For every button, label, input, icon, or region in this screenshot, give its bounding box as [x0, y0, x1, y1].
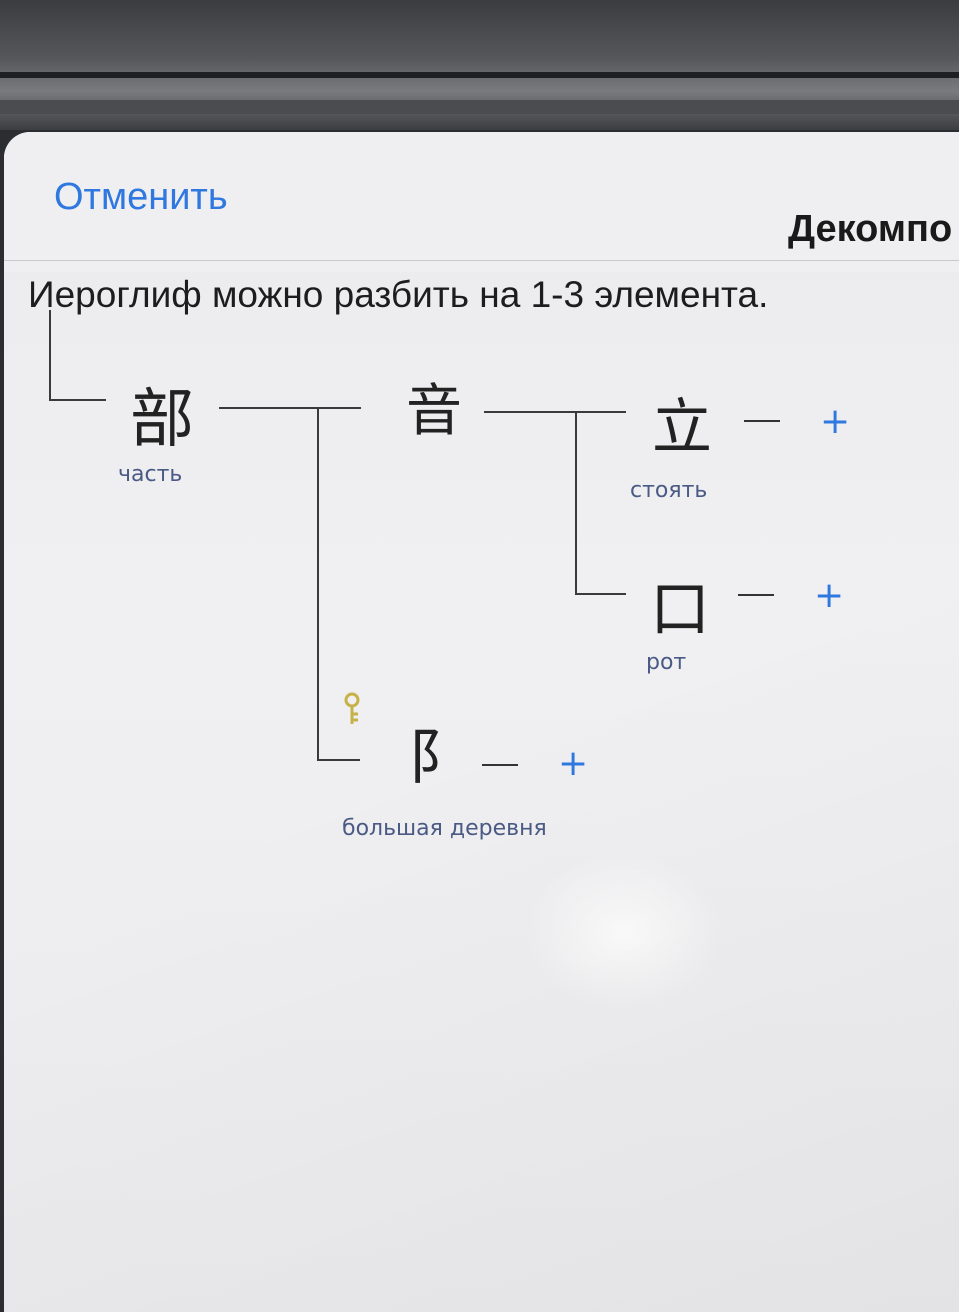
stand-remove-button[interactable]	[744, 420, 780, 422]
mouth-character[interactable]: 口	[650, 575, 710, 645]
key-icon	[344, 692, 360, 724]
stand-meaning: стоять	[630, 478, 708, 503]
root-meaning: часть	[118, 462, 183, 487]
bezel-edge-lower	[0, 100, 959, 114]
stand-add-button[interactable]: +	[820, 401, 851, 442]
cancel-button[interactable]: Отменить	[54, 176, 228, 218]
stand-character[interactable]: 立	[652, 393, 712, 463]
decomposition-sheet: Отменить Декомпо Иероглиф можно разбить …	[4, 132, 959, 1312]
mouth-remove-button[interactable]	[738, 594, 774, 596]
tree-connectors	[49, 310, 626, 761]
navigation-bar: Отменить Декомпо	[4, 132, 959, 272]
sound-to-mouth-line	[575, 412, 626, 595]
screen-glare	[524, 852, 724, 1012]
sound-character[interactable]: 音	[406, 379, 462, 444]
mouth-add-button[interactable]: +	[814, 575, 845, 616]
page-title: Декомпо	[788, 208, 953, 250]
village-meaning: большая деревня	[342, 816, 547, 841]
navbar-divider	[4, 260, 959, 261]
village-remove-button[interactable]	[482, 764, 518, 766]
village-character[interactable]: 阝	[408, 723, 468, 793]
instruction-text: Иероглиф можно разбить на 1-3 элемента.	[28, 274, 769, 315]
mouth-meaning: рот	[646, 650, 687, 675]
village-add-button[interactable]: +	[558, 743, 589, 784]
root-connector	[49, 310, 106, 401]
root-to-village-line	[317, 408, 360, 761]
root-character[interactable]: 部	[130, 383, 194, 457]
decomposition-tree: 部 часть 音 立 стоять + 口 рот + 阝 большая д…	[4, 132, 959, 1312]
bezel-edge	[0, 72, 959, 78]
